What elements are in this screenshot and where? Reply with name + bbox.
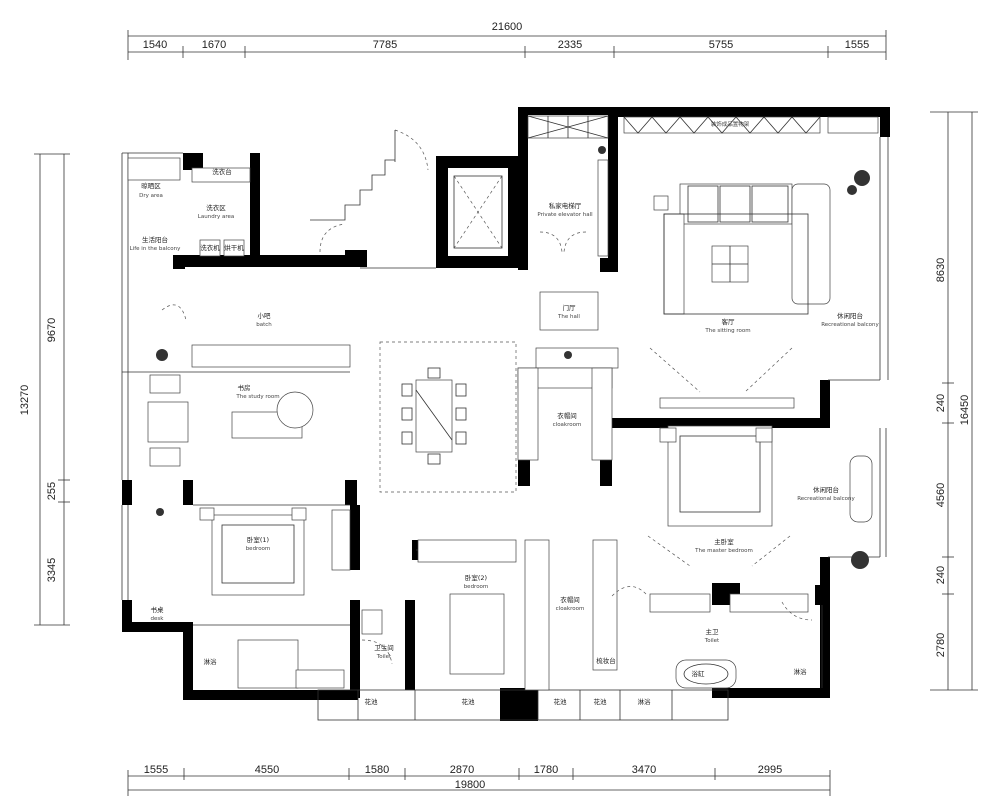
dining-table [379,341,517,493]
label-elevator-hall-en: Private elevator hall [537,212,593,218]
plants [156,146,870,569]
dim-left-3: 3345 [46,558,58,582]
dim-right-total: 16450 [959,395,971,426]
bedroom2-bed [417,539,618,691]
label-cloakroom-1-cn: 衣帽间 [557,411,577,420]
bottom-dimension-chain: 1555 4550 1580 2870 1780 3470 2995 19800 [127,764,831,796]
room-labels: 晾晒区 Dry area 洗衣台 洗衣区 Laundry area 洗衣机 烘干… [130,120,880,706]
label-life-balcony-cn: 生活阳台 [142,235,168,244]
label-toilet-2-en: Toilet [704,638,720,644]
label-cloakroom-2-en: cloakroom [556,606,585,612]
label-washer: 洗衣机 [200,243,220,252]
dim-left-total: 13270 [19,385,31,416]
dim-bottom-5: 1780 [534,764,558,776]
label-sitting-room-cn: 客厅 [722,317,736,326]
outlines [121,137,889,721]
label-laundry-area-cn: 洗衣区 [206,203,226,212]
label-flower-4: 花池 [594,697,608,706]
label-shower-3: 淋浴 [794,667,808,676]
label-rec-balcony-2-en: Recreational balcony [797,496,855,502]
dim-top-2: 1670 [202,39,226,51]
dim-right-1: 8630 [935,258,947,282]
top-dimension-chain: 21600 1540 1670 7785 2335 5755 1555 [127,21,887,60]
label-dry-area-cn: 晾晒区 [141,181,161,190]
cloakroom-shelving [517,347,619,461]
label-toilet-1-cn: 卫生间 [374,643,394,652]
right-dimension-chain: 8630 240 4560 240 2780 16450 [930,111,978,691]
label-elevator-hall-cn: 私家电梯厅 [549,201,582,210]
dim-top-6: 1555 [845,39,869,51]
label-dry-area-en: Dry area [139,193,163,199]
dim-bottom-2: 4550 [255,764,279,776]
label-master-bedroom-cn: 主卧室 [714,537,734,546]
label-toilet-2-cn: 主卫 [706,627,720,636]
label-bedroom-1-cn: 卧室(1) [247,535,269,544]
label-study-en: The study room [235,394,279,400]
dim-right-2: 240 [935,394,947,412]
label-master-bedroom-en: The master bedroom [694,548,753,554]
sofa-set [653,183,831,315]
label-bedroom-2-cn: 卧室(2) [465,573,487,582]
dim-bottom-6: 3470 [632,764,656,776]
dim-right-5: 2780 [935,633,947,657]
label-sitting-room-en: The sitting room [704,328,750,334]
dim-bottom-7: 2995 [758,764,782,776]
dim-bottom-4: 2870 [450,764,474,776]
dim-right-4: 240 [935,566,947,584]
label-dressing-table: 梳妆台 [596,656,616,665]
bedroom1-bed [199,507,351,596]
dim-bottom-total: 19800 [455,779,486,791]
label-desk-en: desk [151,616,165,622]
label-flower-1: 花池 [365,697,379,706]
label-rec-balcony-1-cn: 休闲阳台 [837,311,863,320]
label-laundry-table: 洗衣台 [212,167,232,176]
dim-right-3: 4560 [935,483,947,507]
doors [161,223,813,665]
dim-top-1: 1540 [143,39,167,51]
label-batch-cn: 小吧 [258,311,272,320]
label-shower-2: 淋浴 [638,697,652,706]
master-bed [659,397,873,527]
label-toilet-1-en: Toilet [376,654,392,660]
dim-bottom-3: 1580 [365,764,389,776]
sight-lines [647,347,793,567]
top-shelf [527,115,879,139]
laundry-fixtures [127,157,251,257]
shelf-zigzag [623,116,821,134]
label-top-shelf: 装饰成品置物架 [711,120,750,128]
dim-bottom-1: 1555 [144,764,168,776]
label-flower-3: 花池 [554,697,568,706]
label-life-balcony-en: Life in the balcony [130,246,181,252]
label-hall-en: The hall [557,314,580,320]
bathroom-fixtures [237,593,809,689]
label-dryer: 烘干机 [224,243,244,252]
label-bedroom-1-en: bedroom [246,546,271,552]
elevator [453,175,503,249]
label-rec-balcony-1-en: Recreational balcony [821,322,879,328]
label-laundry-area-en: Laundry area [198,214,234,220]
label-study-cn: 书房 [238,383,251,392]
label-desk-cn: 书桌 [151,605,165,614]
label-rec-balcony-2-cn: 休闲阳台 [813,485,839,494]
hall-cabinet [597,159,609,257]
study-furniture [147,344,351,467]
label-flower-2: 花池 [462,697,476,706]
label-shower-1: 淋浴 [204,657,218,666]
label-cloakroom-2-cn: 衣帽间 [560,595,580,604]
label-bedroom-2-en: bedroom [464,584,489,590]
dim-top-5: 5755 [709,39,733,51]
dim-top-total: 21600 [492,21,523,33]
hall-rug [539,291,599,331]
label-bath: 浴缸 [692,669,706,678]
label-hall-cn: 门厅 [563,303,577,312]
label-batch-en: batch [256,322,272,328]
label-cloakroom-1-en: cloakroom [553,422,582,428]
dim-left-1: 9670 [46,318,58,342]
dim-top-3: 7785 [373,39,397,51]
staircase [310,129,429,221]
dim-left-2: 255 [46,482,58,500]
left-dimension-chain: 13270 9670 255 3345 [19,153,70,626]
dim-top-4: 2335 [558,39,582,51]
